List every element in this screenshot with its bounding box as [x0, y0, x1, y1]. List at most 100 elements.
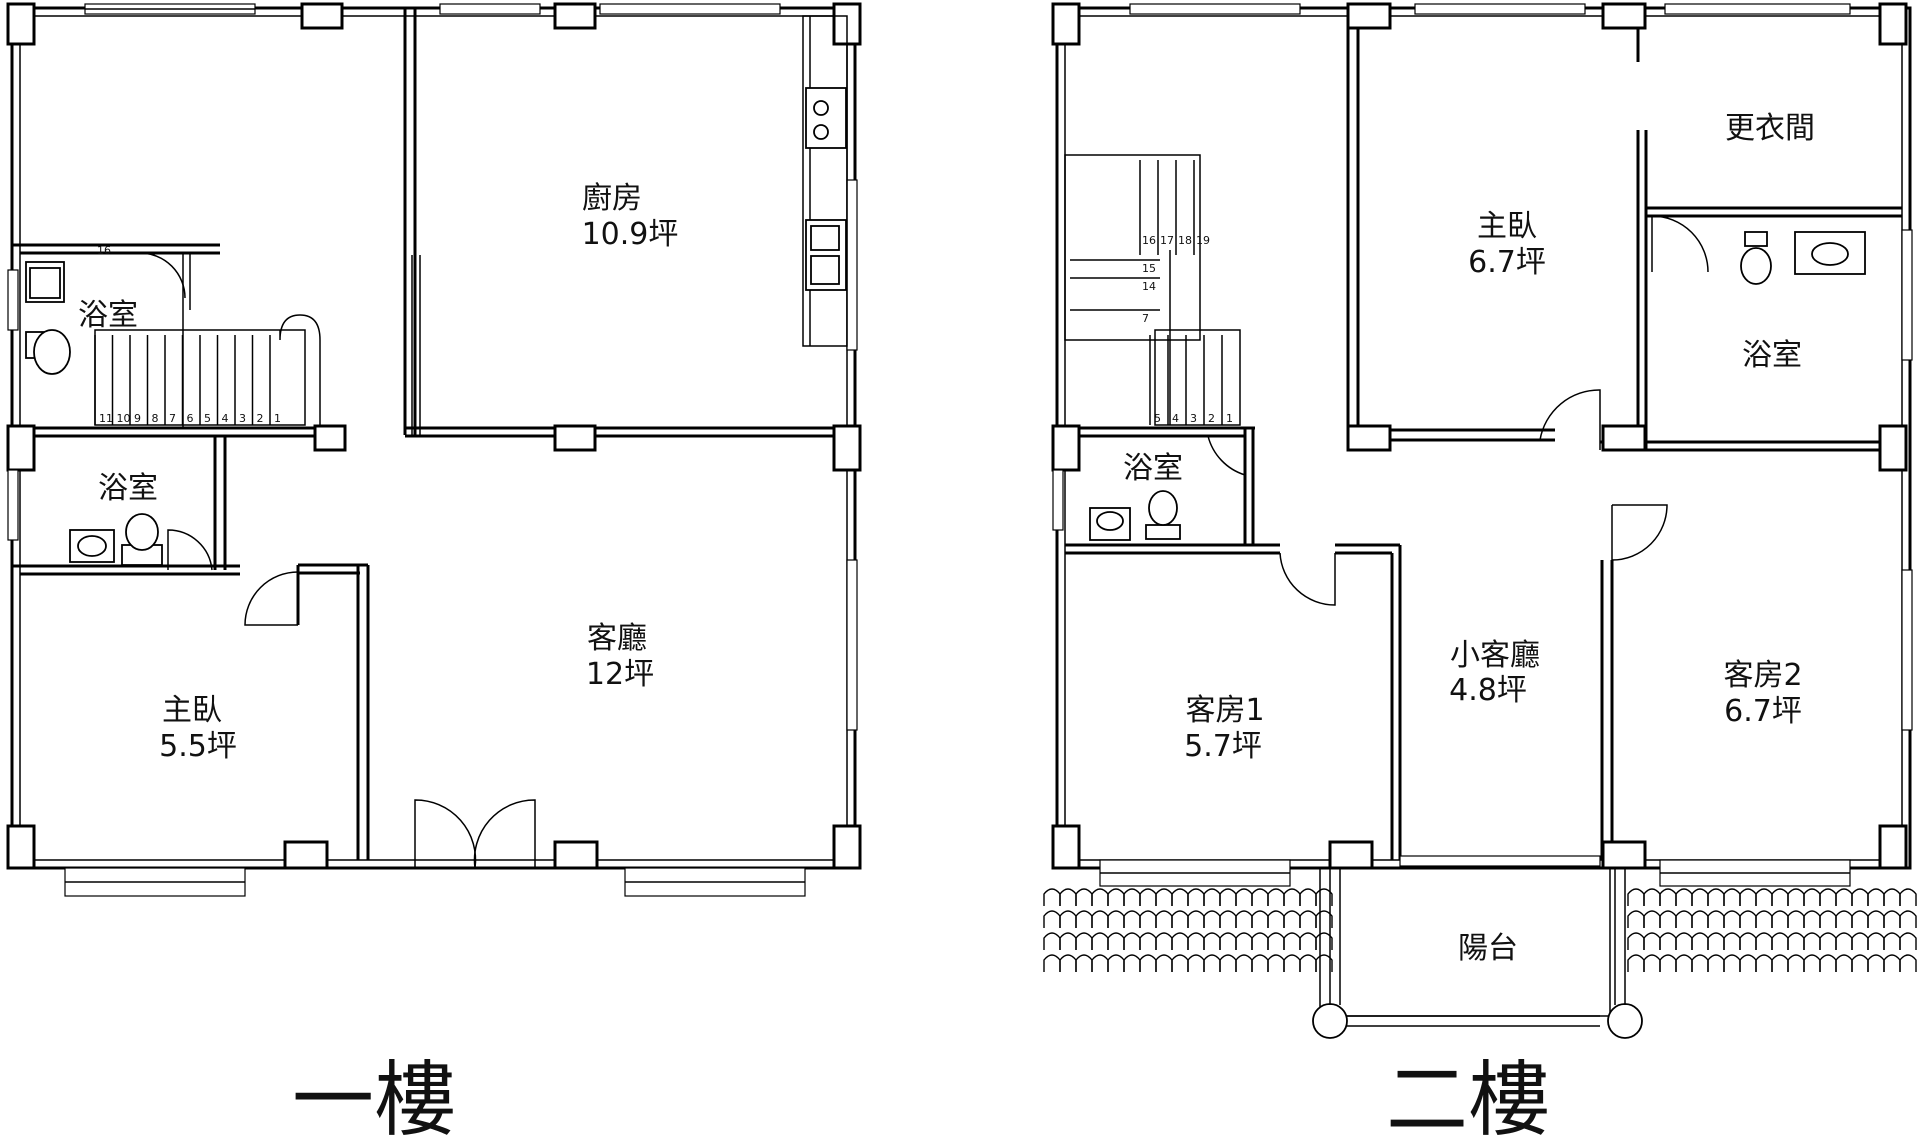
roof-tile	[1771, 932, 1789, 950]
roof-tile	[1155, 910, 1173, 928]
floor-2-master-bedroom-area: 6.7坪	[1468, 245, 1546, 280]
floor-1-bath-lower-fixtures	[69, 513, 213, 571]
roof-tile	[1867, 954, 1885, 972]
master-bedroom-area: 5.5坪	[159, 729, 237, 764]
roof-tile	[1235, 932, 1253, 950]
roof-tile	[1851, 888, 1869, 906]
stair-step-number: 9	[134, 412, 141, 425]
roof-tile	[1659, 910, 1677, 928]
roof-tile	[1883, 932, 1901, 950]
guest-room-1-area: 5.7坪	[1184, 729, 1262, 764]
roof-tile	[1075, 888, 1093, 906]
roof-tile	[1171, 888, 1189, 906]
floor-2-doors	[1279, 389, 1668, 606]
roof-tile	[1643, 910, 1661, 928]
stair-step-number: 18	[1178, 234, 1192, 247]
roof-tile	[1283, 954, 1301, 972]
roof-tile	[1139, 932, 1157, 950]
roof-tile	[1219, 932, 1237, 950]
roof-tile	[1219, 954, 1237, 972]
living-room-name: 客廳	[587, 621, 647, 656]
kitchen-name: 廚房	[582, 181, 642, 216]
roof-tile	[1819, 910, 1837, 928]
roof-tile	[1235, 910, 1253, 928]
guest-room-1-name: 客房1	[1185, 693, 1264, 728]
roof-tile	[1187, 888, 1205, 906]
roof-tile	[1659, 932, 1677, 950]
roof-tile	[1787, 910, 1805, 928]
roof-tile	[1075, 910, 1093, 928]
roof-tile	[1851, 954, 1869, 972]
floor-1-stair-top-number: 16	[97, 244, 111, 257]
roof-tile	[1899, 910, 1917, 928]
roof-tile	[1675, 932, 1693, 950]
roof-tile	[1627, 954, 1645, 972]
roof-tile	[1771, 910, 1789, 928]
stair-step-number: 10	[117, 412, 131, 425]
roof-tile	[1755, 910, 1773, 928]
roof-tile	[1299, 910, 1317, 928]
roof-tile	[1219, 888, 1237, 906]
roof-tile	[1123, 910, 1141, 928]
roof-tile	[1107, 932, 1125, 950]
roof-tile	[1675, 954, 1693, 972]
stair-step-number: 2	[1208, 412, 1215, 425]
roof-tile	[1803, 954, 1821, 972]
roof-tile	[1867, 932, 1885, 950]
floor-1-title: 一樓	[292, 1053, 456, 1145]
roof-tile	[1267, 932, 1285, 950]
roof-tile	[1707, 910, 1725, 928]
roof-tile	[1283, 932, 1301, 950]
roof-tile	[1219, 910, 1237, 928]
roof-tile	[1155, 888, 1173, 906]
roof-tile	[1883, 888, 1901, 906]
bath-upper-name: 浴室	[78, 298, 138, 333]
roof-tile	[1691, 932, 1709, 950]
stair-step-number: 6	[187, 412, 194, 425]
roof-tile	[1787, 932, 1805, 950]
roof-tile	[1091, 910, 1109, 928]
roof-tile	[1203, 910, 1221, 928]
stair-step-number: 14	[1142, 280, 1156, 293]
bath-lower-name: 浴室	[98, 471, 158, 506]
floor-2-bath-left-fixtures	[1089, 435, 1246, 541]
roof-tile	[1203, 888, 1221, 906]
guest-room-2-area: 6.7坪	[1724, 694, 1802, 729]
roof-tile	[1267, 954, 1285, 972]
roof-tile	[1299, 932, 1317, 950]
roof-tile	[1155, 932, 1173, 950]
roof-tile	[1771, 888, 1789, 906]
master-bedroom-name: 主臥	[162, 693, 222, 728]
roof-tile	[1251, 932, 1269, 950]
roof-tile	[1707, 932, 1725, 950]
roof-tile	[1899, 888, 1917, 906]
roof-tile	[1203, 954, 1221, 972]
roof-tile	[1075, 954, 1093, 972]
roof-tile	[1835, 910, 1853, 928]
kitchen-area: 10.9坪	[582, 217, 679, 252]
roof-tile	[1107, 954, 1125, 972]
stair-step-number: 19	[1196, 234, 1210, 247]
roof-tiles	[1043, 888, 1917, 972]
floor-1-stair-rail	[279, 314, 321, 425]
roof-tile	[1059, 910, 1077, 928]
floor-2-columns	[1051, 2, 1908, 870]
stair-step-number: 15	[1142, 262, 1156, 275]
roof-tile	[1139, 910, 1157, 928]
roof-tile	[1723, 910, 1741, 928]
roof-tile	[1643, 888, 1661, 906]
roof-tile	[1235, 888, 1253, 906]
roof-tile	[1107, 888, 1125, 906]
roof-tile	[1819, 932, 1837, 950]
roof-tile	[1315, 932, 1333, 950]
roof-tile	[1171, 954, 1189, 972]
roof-tile	[1883, 910, 1901, 928]
floor-1-entrance-doors	[410, 799, 540, 869]
roof-tile	[1315, 910, 1333, 928]
stair-step-number: 5	[204, 412, 211, 425]
roof-tile	[1123, 932, 1141, 950]
stair-step-number: 1	[1226, 412, 1233, 425]
roof-tile	[1283, 910, 1301, 928]
roof-tile	[1627, 888, 1645, 906]
